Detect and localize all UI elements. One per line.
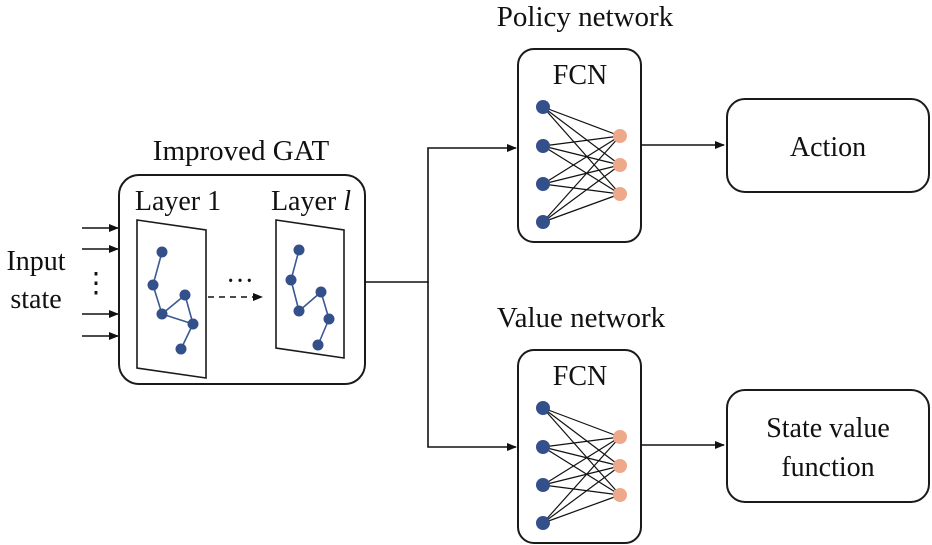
graph-node — [323, 313, 335, 325]
fcn-connection — [542, 446, 621, 467]
graph-node — [156, 308, 168, 320]
fcn-input-node — [536, 440, 550, 454]
graph-node — [179, 289, 191, 301]
value-fcn-graph — [536, 401, 627, 530]
policy-network: Policy network FCN — [497, 1, 674, 243]
fcn-connection — [542, 465, 621, 486]
value-fcn-box — [517, 349, 642, 544]
fcn-output-node — [613, 129, 627, 143]
branch-connectors — [365, 144, 517, 451]
value-network: Value network FCN — [497, 302, 666, 544]
state-value-label-line1: State value — [766, 413, 890, 444]
fcn-connection — [542, 436, 621, 448]
state-value-label-line2: function — [781, 452, 874, 483]
policy-title: Policy network — [497, 1, 674, 33]
policy-fcn-label: FCN — [553, 60, 607, 91]
fcn-connection — [542, 183, 621, 195]
fcn-connection — [542, 484, 621, 496]
graph-node — [293, 244, 305, 256]
graph-node — [285, 274, 297, 286]
fcn-connection — [542, 135, 621, 147]
fcn-connection — [542, 494, 621, 524]
fcn-connection — [542, 164, 621, 185]
fcn-output-node — [613, 459, 627, 473]
fcn-connection — [542, 135, 621, 223]
improved-gat-block: Improved GAT Layer 1 Layer l ··· — [118, 135, 366, 385]
fcn-connection — [542, 106, 621, 137]
graph-node — [175, 343, 187, 355]
policy-branch-arrow — [365, 144, 517, 283]
policy-fcn-graph — [536, 100, 627, 229]
graph-node — [315, 286, 327, 298]
graph-node — [147, 279, 159, 291]
value-title: Value network — [497, 302, 666, 334]
fcn-input-node — [536, 100, 550, 114]
state-value-box — [726, 389, 930, 503]
input-vertical-dots: ⋮ — [82, 268, 110, 299]
fcn-connection — [542, 407, 621, 467]
fcn-connection — [542, 407, 621, 438]
fcn-connection — [542, 407, 621, 496]
gat-title: Improved GAT — [153, 135, 330, 167]
fcn-connection — [542, 465, 621, 524]
fcn-connection — [542, 436, 621, 486]
input-label-line2: state — [10, 284, 61, 315]
graph-edge — [152, 251, 163, 286]
fcn-connection — [542, 164, 621, 223]
fcn-output-node — [613, 158, 627, 172]
fcn-output-node — [613, 430, 627, 444]
fcn-connection — [542, 193, 621, 223]
action-box — [726, 98, 930, 193]
fcn-connection — [542, 135, 621, 185]
fcn-input-node — [536, 215, 550, 229]
fcn-connection — [542, 145, 621, 166]
fcn-input-node — [536, 401, 550, 415]
graph-node — [156, 246, 168, 258]
fcn-output-node — [613, 488, 627, 502]
fcn-input-node — [536, 177, 550, 191]
action-label: Action — [790, 132, 866, 163]
layer-ellipsis: ··· — [226, 266, 254, 297]
input-label-line1: Input — [6, 246, 65, 277]
fcn-connection — [542, 106, 621, 195]
input-section: Input state ⋮ — [6, 224, 119, 340]
outputs: Action State value function — [641, 98, 930, 503]
layer-first-graph — [147, 246, 199, 355]
layer-first-panel — [136, 219, 207, 379]
fcn-input-node — [536, 139, 550, 153]
fcn-connection — [542, 145, 621, 195]
layer-last-panel — [275, 219, 345, 359]
fcn-input-node — [536, 478, 550, 492]
layer-first-label: Layer 1 — [135, 186, 221, 217]
graph-node — [293, 305, 305, 317]
fcn-input-node — [536, 516, 550, 530]
value-fcn-label: FCN — [553, 361, 607, 392]
fcn-output-node — [613, 187, 627, 201]
layer-last-label: Layer l — [271, 186, 351, 217]
graph-node — [187, 318, 199, 330]
fcn-connection — [542, 106, 621, 166]
value-branch-arrow — [427, 282, 517, 451]
graph-node — [312, 339, 324, 351]
layer-last-graph — [285, 244, 335, 351]
fcn-connection — [542, 436, 621, 524]
fcn-connection — [542, 446, 621, 496]
